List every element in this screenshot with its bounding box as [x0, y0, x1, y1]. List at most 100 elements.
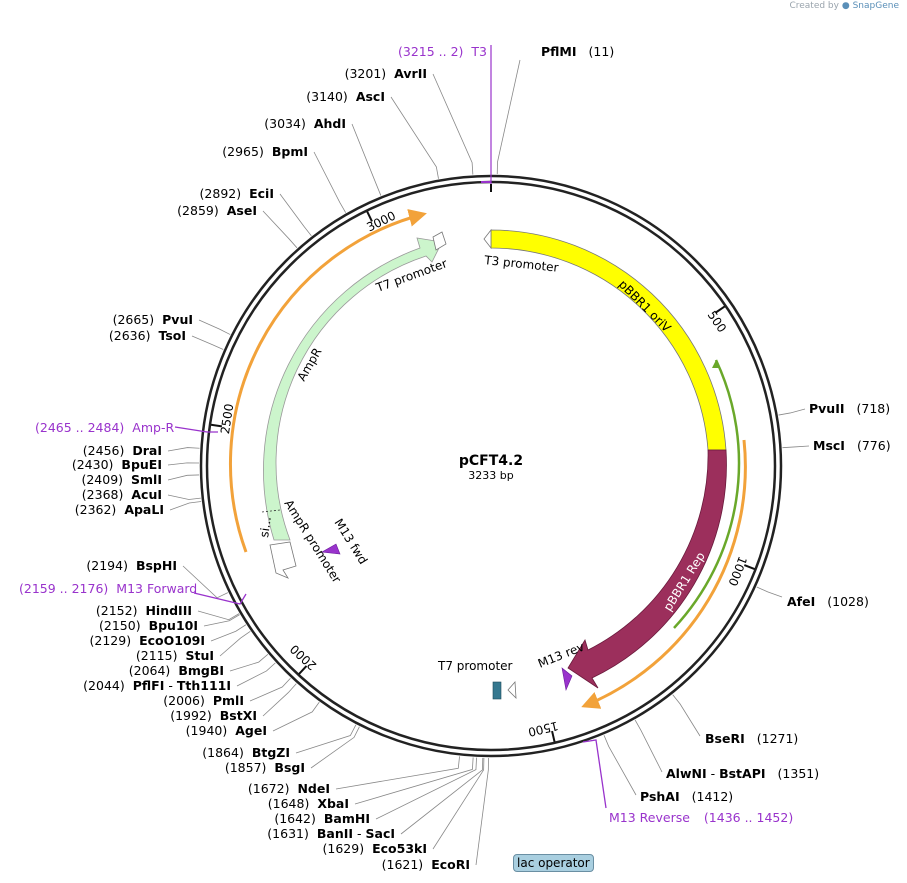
- leader-line: [351, 123, 382, 196]
- orf-right-arrow[interactable]: [581, 439, 747, 709]
- enzyme-label[interactable]: (1992)BstXI: [170, 708, 257, 723]
- label-m13-fwd: M13 fwd: [331, 516, 370, 567]
- enzyme-label[interactable]: (1857)BsgI: [225, 760, 305, 775]
- rep-feature[interactable]: [567, 449, 727, 689]
- label-signal: si...: [257, 516, 274, 539]
- primer-t3[interactable]: (3215 .. 2)T3: [398, 44, 487, 59]
- leader-line: [169, 501, 202, 511]
- tick-mark: [715, 305, 726, 314]
- leader-line: [335, 756, 460, 790]
- leader-line: [167, 494, 201, 500]
- leader-line: [390, 96, 439, 179]
- enzyme-labels-left: (3201)AvrII (3140)AscI (3034)AhdI (2965)Bpm…: [72, 66, 470, 872]
- primer-m13-forward[interactable]: (2159 .. 2176)M13 Forward: [19, 581, 197, 596]
- enzyme-label[interactable]: (2129)EcoO109I: [90, 633, 205, 648]
- enzyme-label[interactable]: (1629)Eco53kI: [323, 841, 427, 856]
- leader-line: [475, 757, 489, 866]
- t7-promoter-bottom-arrow[interactable]: [507, 681, 517, 700]
- leader-line: [272, 701, 320, 732]
- enzyme-label[interactable]: (2362)ApaLI: [75, 502, 164, 517]
- enzyme-label[interactable]: (1642)BamHI: [274, 811, 370, 826]
- m13-fwd-arrow[interactable]: [321, 543, 341, 555]
- primer-m13-reverse[interactable]: M13 Reverse(1436 .. 1452): [609, 810, 793, 825]
- snapgene-logo-icon: ●: [841, 1, 850, 11]
- enzyme-label[interactable]: (1672)NdeI: [248, 781, 330, 796]
- tick-mark: [298, 665, 308, 675]
- leader-line: [229, 654, 269, 672]
- enzyme-label[interactable]: (1940)AgeI: [186, 723, 267, 738]
- signal-divider: [261, 509, 281, 513]
- label-ampr-promoter: AmpR promoter: [281, 497, 343, 585]
- enzyme-label[interactable]: (1648)XbaI: [268, 796, 349, 811]
- primer-amp-r[interactable]: (2465 .. 2484)Amp-R: [35, 420, 174, 435]
- lac-operator-box[interactable]: [492, 681, 502, 700]
- enzyme-label[interactable]: (2368)AcuI: [82, 487, 162, 502]
- plasmid-name: pCFT4.2: [459, 453, 523, 469]
- leader-line: [672, 694, 701, 737]
- enzyme-label[interactable]: AfeI(1028): [787, 594, 869, 609]
- enzyme-labels-right: PflMI(11) PvuII(718) MscI(776) AfeI(1028) Bs…: [541, 44, 891, 804]
- leader-line: [603, 735, 637, 796]
- enzyme-label[interactable]: (2115)StuI: [136, 648, 214, 663]
- ampr-feature[interactable]: [263, 237, 443, 541]
- t3-promoter-arrow[interactable]: [483, 228, 492, 250]
- leader-line: [432, 757, 485, 850]
- enzyme-label[interactable]: (2150)Bpu10I: [99, 618, 198, 633]
- leader-line: [182, 565, 229, 599]
- enzyme-label[interactable]: (2006)PmlI: [163, 693, 244, 708]
- enzyme-label[interactable]: (3140)AscI: [306, 89, 385, 104]
- leader-line: [249, 677, 291, 702]
- amp-r-leader: [174, 426, 218, 433]
- enzyme-label[interactable]: MscI(776): [813, 438, 891, 453]
- enzyme-label[interactable]: (2152)HindIII: [96, 603, 192, 618]
- enzyme-label[interactable]: (2044)PflFI - Tth111I: [83, 678, 231, 693]
- snapgene-credit: Created by ● SnapGene: [789, 1, 899, 11]
- enzyme-label[interactable]: BseRI(1271): [705, 731, 798, 746]
- m13-reverse-leader: [582, 739, 607, 809]
- leader-line: [354, 757, 474, 805]
- enzyme-label[interactable]: (1864)BtgZI: [202, 745, 290, 760]
- enzyme-label[interactable]: (2456)DraI: [83, 443, 162, 458]
- leader-line: [262, 210, 298, 249]
- enzyme-label[interactable]: AlwNI - BstAPI(1351): [666, 766, 819, 781]
- m13-rev-arrow[interactable]: [561, 667, 573, 692]
- plasmid-length: 3233 bp: [468, 469, 513, 482]
- enzyme-label[interactable]: PvuII(718): [809, 401, 890, 416]
- tick-mark: [743, 564, 755, 570]
- leader-line: [167, 462, 200, 466]
- tick-label: 1500: [527, 719, 560, 739]
- green-feature-arrow[interactable]: [673, 359, 741, 629]
- leader-line: [219, 631, 251, 657]
- leader-line: [782, 445, 810, 449]
- tick-mark: [551, 730, 556, 743]
- enzyme-label[interactable]: (2859)AseI: [177, 203, 257, 218]
- enzyme-label[interactable]: PflMI(11): [541, 44, 614, 59]
- green-arrow-head: [712, 360, 720, 368]
- enzyme-label[interactable]: PshAI(1412): [640, 789, 733, 804]
- enzyme-label[interactable]: (2965)BpmI: [222, 144, 308, 159]
- enzyme-label[interactable]: (2892)EciI: [200, 186, 274, 201]
- enzyme-label[interactable]: (3034)AhdI: [264, 116, 346, 131]
- label-t7-promoter-bottom: T7 promoter: [437, 659, 513, 673]
- lac-operator-label[interactable]: lac operator: [513, 854, 594, 872]
- leader-lines: [167, 59, 810, 866]
- t7-promoter-top-arrow[interactable]: [432, 231, 447, 251]
- orf-left-arrow[interactable]: [228, 209, 427, 553]
- enzyme-label[interactable]: (2665)PvuI: [113, 312, 193, 327]
- tick-mark: [366, 211, 373, 222]
- enzyme-label[interactable]: (1621)EcoRI: [382, 857, 470, 872]
- enzyme-label[interactable]: (2064)BmgBI: [129, 663, 224, 678]
- leader-line: [236, 662, 276, 687]
- ampr-promoter-arrow[interactable]: [269, 541, 297, 579]
- enzyme-label[interactable]: (2430)BpuEI: [72, 457, 162, 472]
- enzyme-label[interactable]: (2636)TsoI: [109, 328, 186, 343]
- leader-line: [778, 408, 806, 416]
- leader-line: [210, 624, 247, 642]
- label-t3-promoter: T3 promoter: [483, 253, 560, 275]
- enzyme-label[interactable]: (3201)AvrII: [345, 66, 427, 81]
- enzyme-label[interactable]: (1631)BanII - SacI: [267, 826, 395, 841]
- leader-line: [203, 614, 240, 627]
- enzyme-label[interactable]: (2409)SmlI: [81, 472, 162, 487]
- enzyme-label[interactable]: (2194)BspHI: [86, 558, 177, 573]
